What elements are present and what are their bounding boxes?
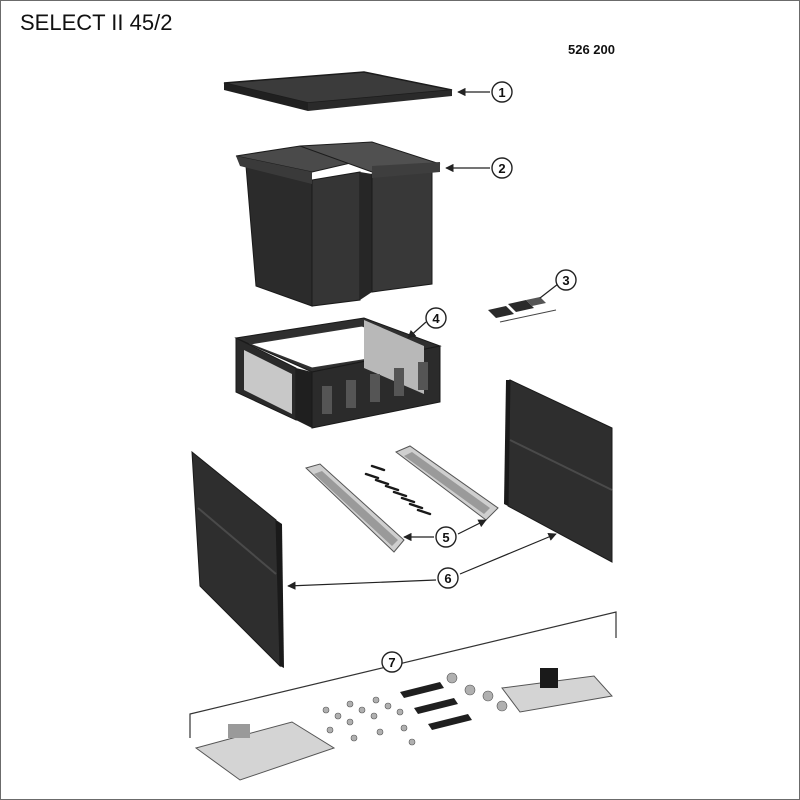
part-runners <box>305 445 499 553</box>
svg-text:5: 5 <box>442 530 449 545</box>
part-pads <box>488 297 557 323</box>
svg-text:2: 2 <box>498 161 505 176</box>
svg-text:4: 4 <box>432 311 440 326</box>
callout-7: 7 <box>381 651 403 673</box>
callout-3: 3 <box>555 269 577 291</box>
svg-text:1: 1 <box>498 85 505 100</box>
part-hardware-set <box>189 611 617 781</box>
svg-text:7: 7 <box>388 655 395 670</box>
leader-lines <box>287 87 559 590</box>
svg-text:6: 6 <box>444 571 451 586</box>
part-lid <box>223 71 453 111</box>
callout-2: 2 <box>491 157 513 179</box>
callout-5: 5 <box>435 526 457 548</box>
part-side-panels <box>191 379 613 668</box>
diagram-title: SELECT II 45/2 <box>20 10 173 35</box>
callout-6: 6 <box>437 567 459 589</box>
part-frame <box>234 317 442 429</box>
article-number: 526 200 <box>568 42 615 57</box>
part-bins <box>235 141 441 307</box>
callout-1: 1 <box>491 81 513 103</box>
svg-text:3: 3 <box>562 273 569 288</box>
callout-4: 4 <box>425 307 447 329</box>
